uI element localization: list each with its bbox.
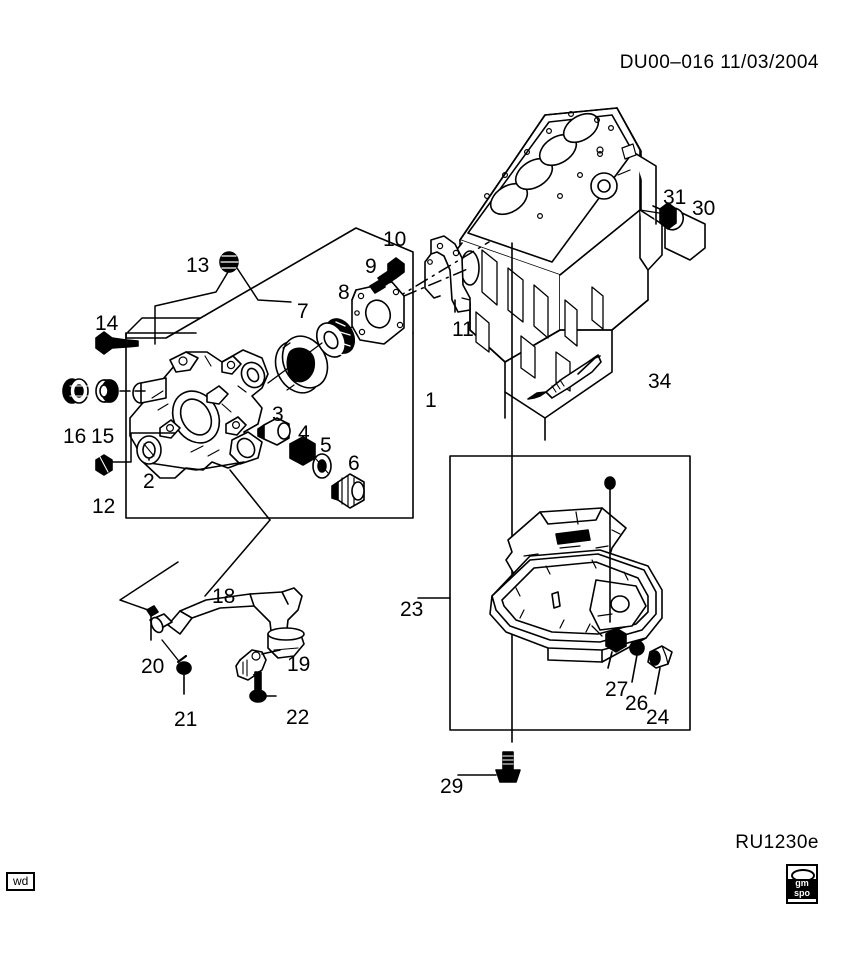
- callout-18-oil-suction-pipe: 18: [212, 585, 236, 608]
- logo-text-bottom: spo: [793, 887, 810, 898]
- callout-6-relief-valve-plug: 6: [348, 452, 360, 475]
- callout-16-pump-bushing-seal: 16: [63, 425, 87, 448]
- callout-5-relief-valve-washer: 5: [320, 434, 332, 457]
- callout-24-drain-plug-gasket: 24: [646, 706, 670, 729]
- part-26-stud: [629, 639, 645, 656]
- part-10-cover-bolt: [369, 257, 405, 294]
- part-2-oil-seal: [136, 435, 162, 465]
- part-7-outer-rotor: [274, 335, 329, 394]
- part-15-bushing: [95, 379, 119, 403]
- part-6-plug: [331, 473, 365, 509]
- part-18-suction-pipe: [149, 587, 305, 659]
- part-3-relief-valve: [257, 417, 291, 446]
- part-27-nut: [605, 627, 627, 653]
- callout-7-outer-rotor: 7: [297, 300, 309, 323]
- part-13-stud: [219, 251, 239, 273]
- oil-pump-group-box: [125, 227, 414, 519]
- part-34-dipstick: [527, 354, 602, 400]
- part-8-inner-rotor: [315, 318, 356, 358]
- part-24-gasket: [647, 645, 673, 669]
- callout-2-oil-seal: 2: [143, 470, 155, 493]
- callout-31-oil-filter-adapter: 31: [663, 186, 687, 209]
- part-9-pump-cover: [351, 281, 405, 345]
- callout-29-oil-pan-drain-plug: 29: [440, 775, 464, 798]
- callout-26-pan-stud: 26: [625, 692, 649, 715]
- oil-pump-body: [129, 349, 269, 479]
- callout-23-oil-pan-assembly: 23: [400, 598, 424, 621]
- part-23-oil-pan: [489, 549, 663, 663]
- callout-8-inner-rotor: 8: [338, 281, 350, 304]
- document-id: DU00–016 11/03/2004: [619, 52, 819, 73]
- part-5-washer: [312, 453, 332, 479]
- callout-9-pump-cover-plate: 9: [365, 255, 377, 278]
- part-11-brace: [424, 235, 471, 313]
- watermark-box: wd: [6, 872, 36, 891]
- drawing-number: RU1230e: [735, 832, 819, 853]
- part-19-bracket: [235, 649, 267, 681]
- callout-21-pipe-bolt: 21: [174, 708, 198, 731]
- callout-3-pressure-relief-valve: 3: [272, 403, 284, 426]
- engine-block-illustration: [454, 107, 663, 441]
- part-31-filter-adapter: [652, 202, 677, 230]
- gm-spo-logo: gm spo: [786, 864, 818, 904]
- part-14-bolt: [95, 331, 139, 355]
- part-29-drain-plug: [495, 751, 521, 783]
- callout-15-pump-bushing: 15: [91, 425, 115, 448]
- callout-27-pan-nut: 27: [605, 678, 629, 701]
- callout-11-rear-main-seal-carrier-brace: 11: [452, 318, 474, 341]
- callout-14-pump-mounting-bolt: 14: [95, 312, 119, 335]
- logo-text-top: gm: [795, 878, 809, 888]
- callout-1-oil-pump-assembly: 1: [425, 389, 437, 412]
- callout-4-relief-valve-spring: 4: [298, 422, 310, 445]
- callout-22-bracket-bolt: 22: [286, 706, 310, 729]
- callout-13-pump-mounting-stud: 13: [186, 254, 210, 277]
- part-16-seal: [62, 378, 89, 404]
- callout-19-pipe-bracket: 19: [287, 653, 311, 676]
- alignment-dashed-line: [392, 241, 490, 301]
- part-20-oring: [146, 605, 159, 617]
- callout-12-dowel-pin: 12: [92, 495, 116, 518]
- callout-34-oil-level-indicator-dipstick: 34: [648, 370, 672, 393]
- logo-text: gm spo: [788, 878, 816, 899]
- oil-pan-group-box: [449, 455, 691, 731]
- part-12-dowel: [95, 454, 113, 476]
- callout-10-pump-cover-bolt: 10: [383, 228, 407, 251]
- callout-20-pipe-o-ring: 20: [141, 655, 165, 678]
- callout-30-oil-filter: 30: [692, 197, 716, 220]
